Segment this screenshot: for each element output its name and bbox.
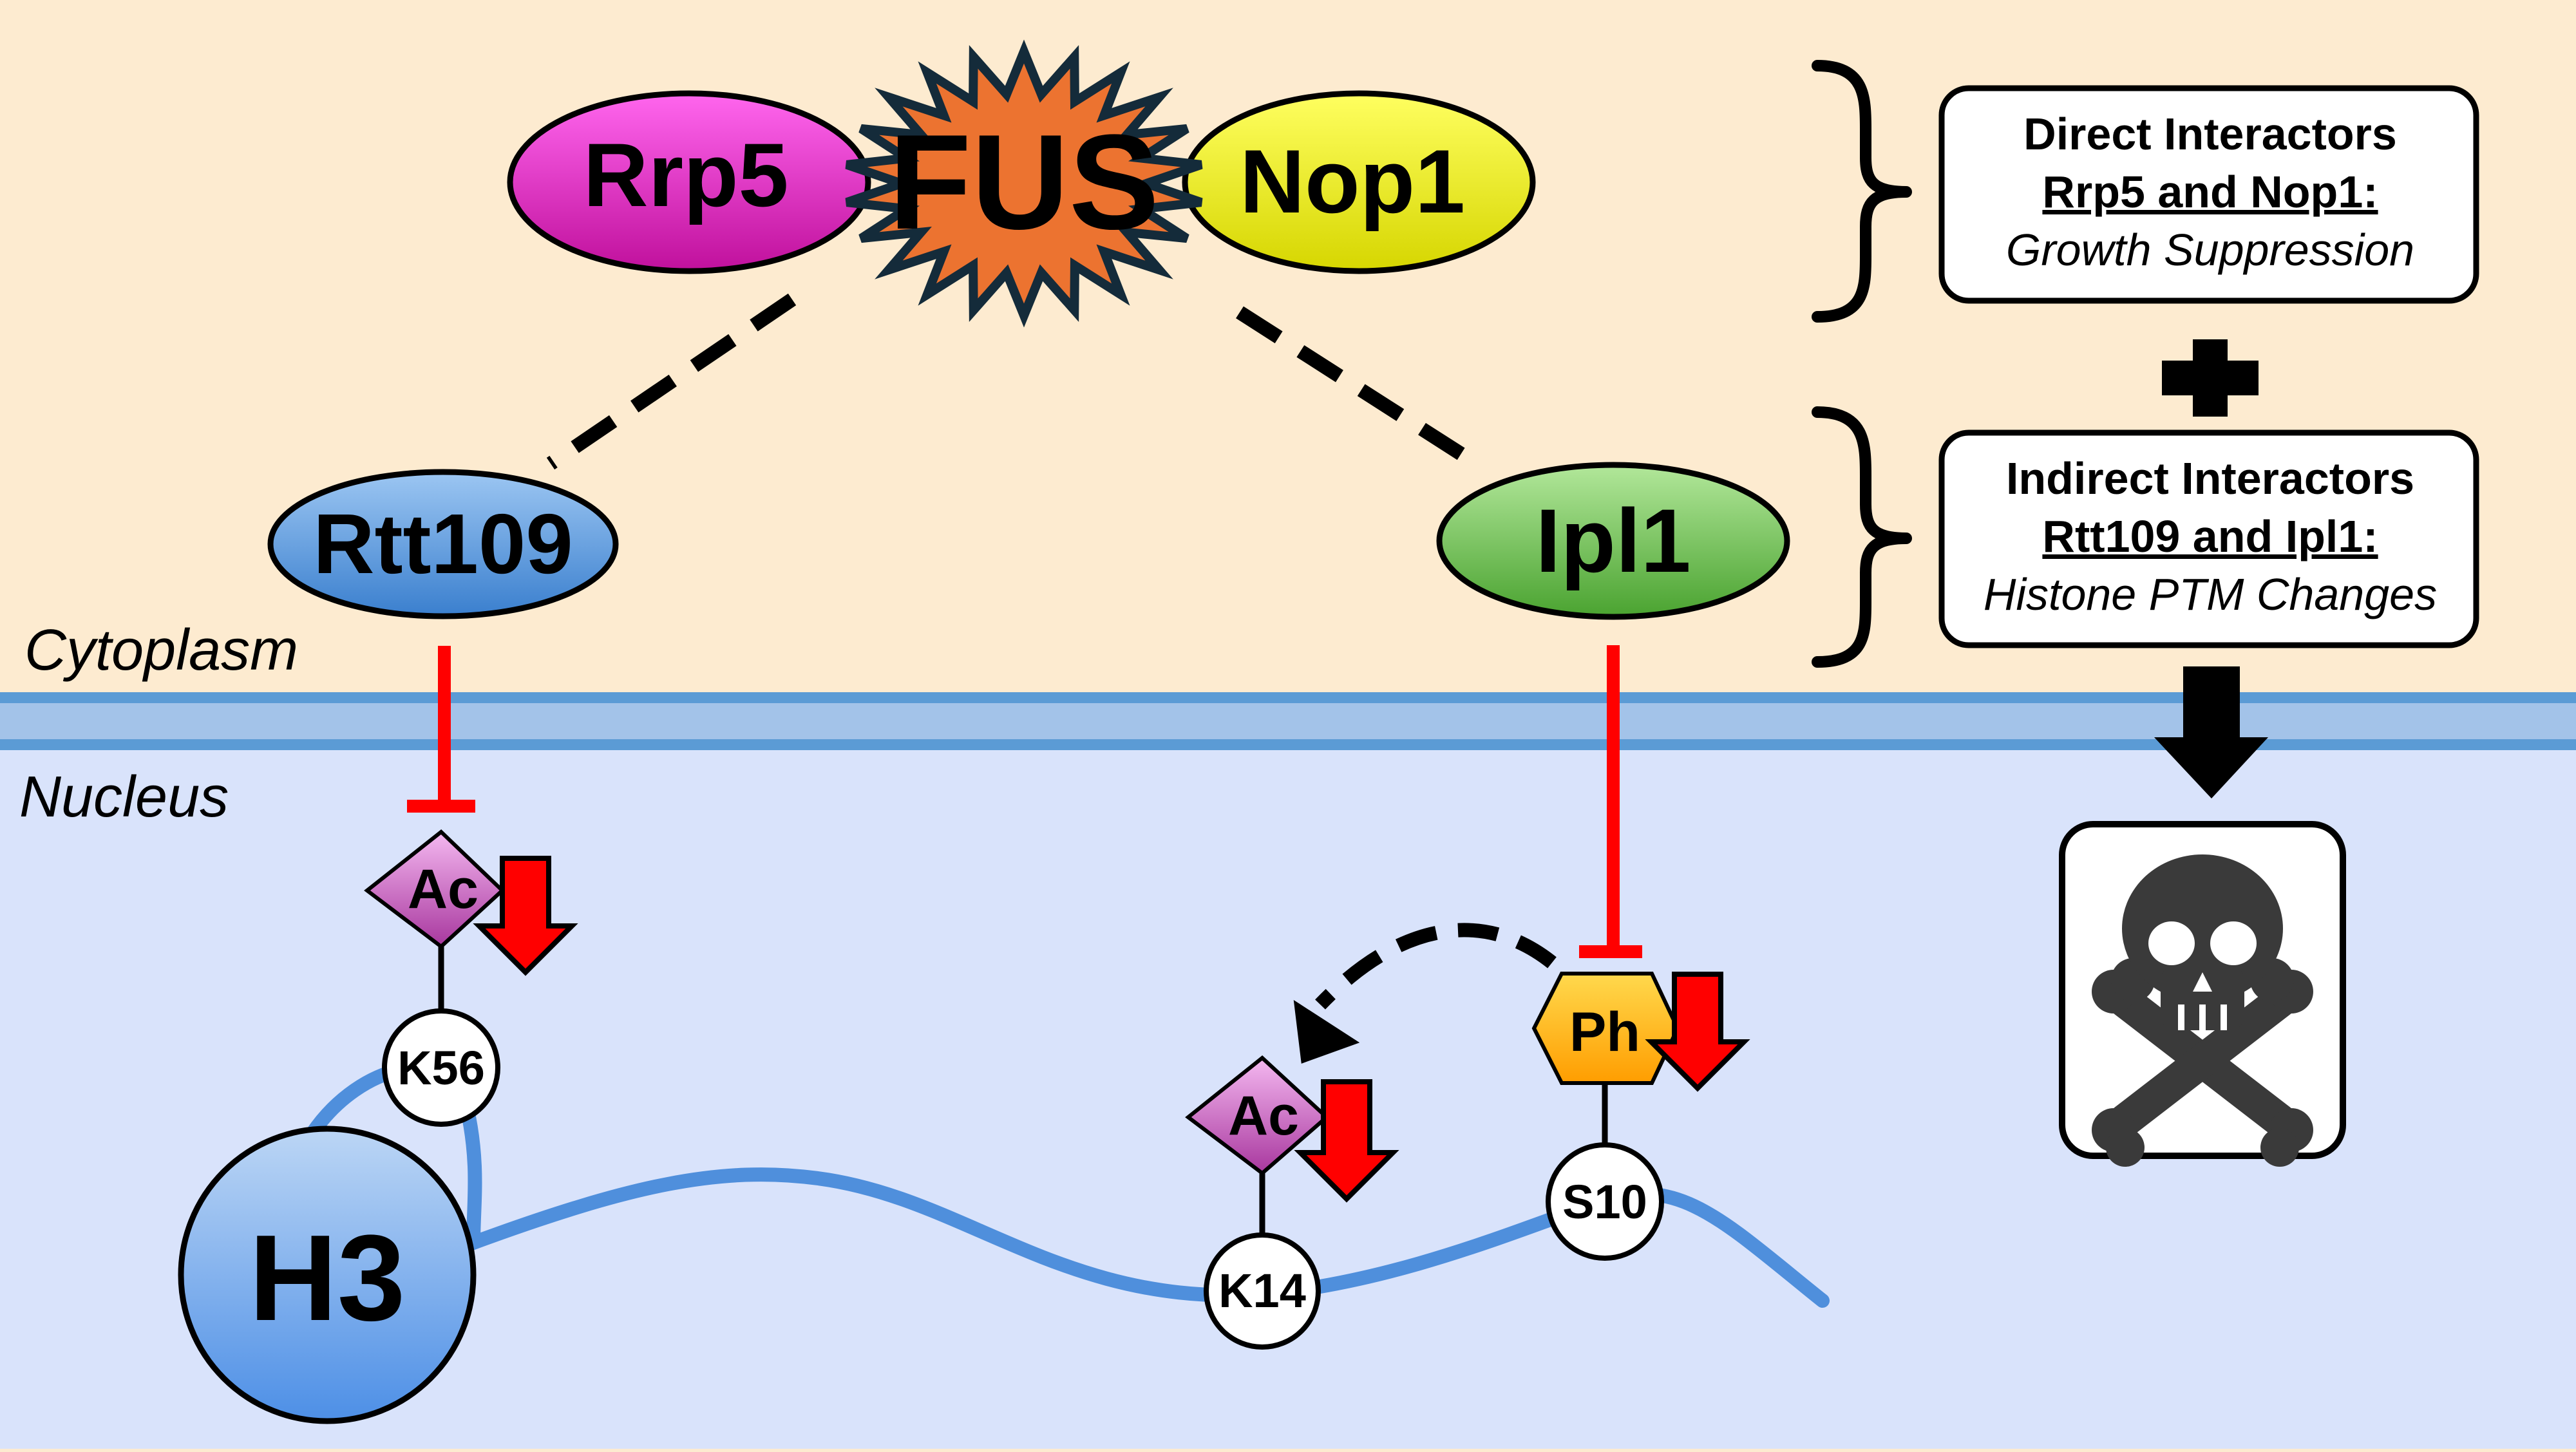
down-arrow-icon [1645,972,1750,1092]
crosstalk-arrow [1293,923,1557,1064]
nop1-label: Nop1 [1240,131,1465,232]
k56-site: K56 Ac [364,829,578,1127]
k14-site: K14 Ac [1185,1055,1399,1350]
fus-node: FUS [845,39,1203,328]
plus-icon [2162,339,2259,417]
acetyl-mark-k14 [1185,1055,1330,1176]
direct-effect: Growth Suppression [2006,225,2414,275]
rtt109-inhibition [407,646,475,813]
acetyl-mark-k56 [364,829,506,949]
acetyl-k56-label: Ac [408,858,478,920]
nuclear-membrane [0,692,2576,750]
rrp5-label: Rrp5 [583,124,789,225]
rtt109-label: Rtt109 [313,496,573,591]
h3-label: H3 [249,1210,406,1346]
skull-crossbones-icon [2059,821,2346,1167]
direct-interactors-box: Direct Interactors Rrp5 and Nop1: Growth… [1938,85,2479,304]
fus-ipl1-connector [1236,306,1485,473]
k14-label: K14 [1218,1264,1306,1317]
ipl1-node: Ipl1 [1436,462,1790,620]
indirect-interactors-box: Indirect Interactors Rtt109 and Ipl1: Hi… [1938,429,2479,648]
down-arrow-icon [2154,666,2268,798]
indirect-names: Rtt109 and Ipl1: [2042,511,2378,561]
nop1-node: Nop1 [1182,90,1536,274]
down-arrow-icon [1294,1079,1399,1203]
indirect-effect: Histone PTM Changes [1984,569,2437,619]
indirect-title: Indirect Interactors [2006,453,2414,504]
phospho-s10-label: Ph [1569,1001,1640,1063]
cytoplasm-label: Cytoplasm [24,618,298,683]
direct-names: Rrp5 and Nop1: [2042,167,2378,217]
h3-core: H3 [178,1126,477,1424]
down-arrow-icon [473,856,578,976]
rrp5-node: Rrp5 [507,90,871,274]
ipl1-label: Ipl1 [1535,490,1690,591]
fus-starburst [845,39,1203,328]
rtt109-node: Rtt109 [267,469,619,619]
curly-brace-icon [1812,406,1912,668]
fus-label: FUS [889,106,1159,258]
s10-site: S10 Ph [1531,972,1750,1261]
curly-brace-icon [1812,60,1912,323]
fus-rtt109-connector [546,293,797,470]
s10-label: S10 [1562,1175,1647,1229]
ipl1-inhibition [1579,645,1642,958]
phospho-mark-s10 [1531,972,1680,1085]
k56-label: K56 [397,1041,485,1095]
direct-title: Direct Interactors [2023,109,2397,159]
nucleus-label: Nucleus [19,765,229,829]
acetyl-k14-label: Ac [1228,1085,1299,1147]
